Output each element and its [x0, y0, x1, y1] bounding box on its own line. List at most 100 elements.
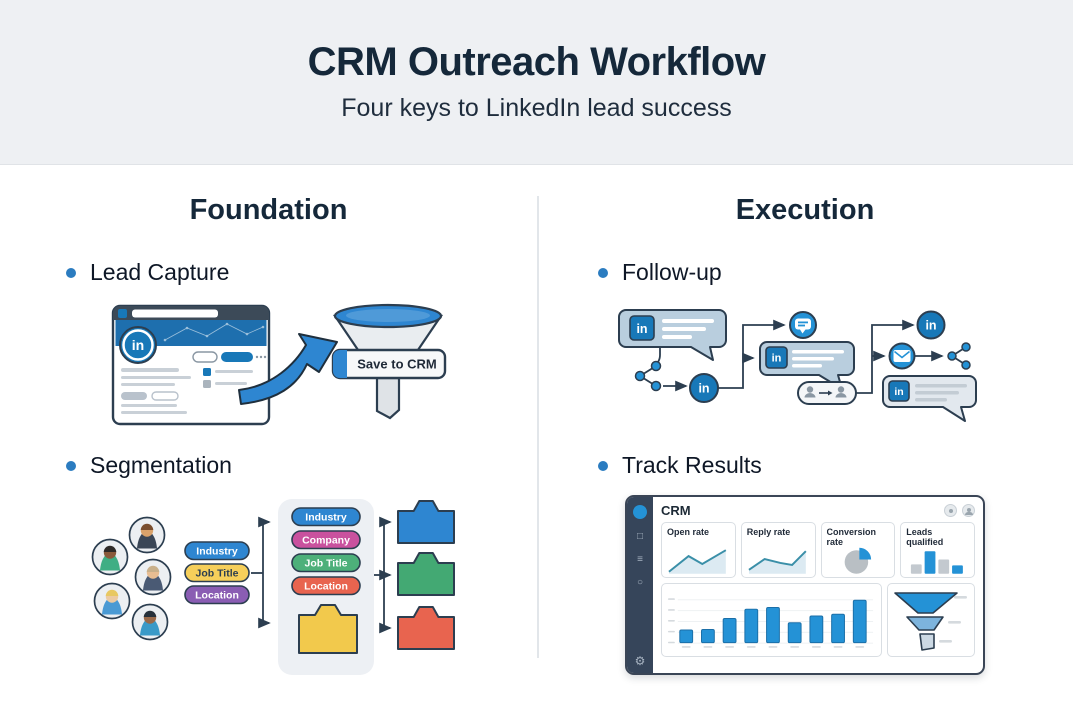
notifications-icon[interactable] — [944, 504, 957, 517]
funnel-chart-card — [887, 583, 975, 657]
chat-message-icon — [789, 311, 817, 339]
settings-gear-icon[interactable]: ⚙ — [634, 654, 646, 668]
segmentation-connectors — [251, 516, 271, 629]
network-constellation — [163, 322, 265, 342]
linkedin-profile-card: in — [111, 304, 271, 426]
metric-cards-row: Open rate Reply rate Conversion rate — [661, 522, 975, 578]
follow-up-illustration: in in in — [618, 309, 977, 422]
activity-bar-chart-card — [661, 583, 882, 657]
metric-card-reply-rate: Reply rate — [740, 522, 816, 578]
funnel-chart — [894, 592, 967, 651]
contacts-list-icon[interactable]: ≡ — [637, 554, 643, 565]
metric-card-open-rate: Open rate — [661, 522, 736, 578]
save-to-crm-button[interactable]: Save to CRM — [331, 348, 447, 380]
more-options-dots — [255, 355, 267, 359]
profile-primary-button — [221, 352, 253, 362]
metric-title: Open rate — [667, 527, 710, 537]
folder-connectors — [374, 516, 392, 634]
lead-capture-illustration: in — [111, 303, 447, 426]
conversion-rate-pie-chart — [844, 547, 871, 574]
linkedin-circle-icon: in — [916, 310, 946, 340]
metric-card-conversion-rate: Conversion rate — [820, 522, 896, 578]
bullet-lead-capture: Lead Capture — [66, 259, 229, 286]
tag-location-label: Location — [195, 590, 239, 602]
avatar — [128, 516, 166, 554]
bullet-segmentation-label: Segmentation — [90, 452, 232, 478]
profile-text-lines — [121, 368, 191, 414]
share-icon — [634, 360, 662, 392]
linkedin-circle-icon: in — [689, 373, 719, 403]
page-subtitle: Four keys to LinkedIn lead success — [341, 94, 732, 122]
dashboard-icon[interactable]: □ — [636, 531, 644, 542]
linkedin-circle-text: in — [698, 382, 709, 396]
column-divider — [537, 196, 539, 658]
tag-job-title — [184, 563, 250, 583]
funnel-stage-1 — [894, 592, 958, 614]
feed-item-icon — [203, 380, 211, 388]
linkedin-badge-text: in — [894, 386, 903, 398]
save-to-crm-label: Save to CRM — [357, 357, 436, 372]
folder-green-icon — [397, 552, 455, 596]
bullet-track-results: Track Results — [598, 452, 762, 479]
linkedin-message-bubble: in — [618, 309, 727, 361]
address-bar — [132, 309, 218, 318]
people-avatars — [91, 516, 172, 641]
people-handoff-icon — [797, 381, 857, 405]
header-band: CRM Outreach Workflow Four keys to Linke… — [0, 0, 1073, 165]
feed-item-icon — [203, 368, 211, 376]
linkedin-circle-text: in — [925, 319, 936, 333]
panel-tag-job-title — [291, 553, 361, 573]
panel-folder-icon — [298, 604, 358, 654]
linkedin-message-bubble-light: in — [882, 375, 977, 422]
panel-tag-company — [291, 530, 361, 550]
crm-main-area: CRM Open rate Reply rate — [653, 497, 983, 673]
panel-tag-location — [291, 576, 361, 596]
funnel-stage-labels — [939, 596, 967, 643]
y-axis-tick-labels — [667, 598, 675, 644]
metric-title: Conversion rate — [826, 527, 877, 547]
curved-arrow-icon — [238, 333, 338, 405]
crm-dashboard-window: □ ≡ ○ ⚙ CRM Open rate — [625, 495, 985, 675]
metric-card-leads-qualified: Leads qualified — [900, 522, 975, 578]
reports-icon[interactable]: ○ — [636, 577, 644, 588]
panel-tag-job-title-label: Job Title — [305, 558, 348, 570]
linkedin-badge-text: in — [636, 322, 647, 336]
tag-industry — [184, 541, 250, 561]
tag-industry-label: Industry — [196, 546, 238, 558]
crm-header: CRM — [661, 502, 975, 519]
linkedin-badge — [765, 346, 788, 369]
crm-sidebar: □ ≡ ○ ⚙ — [627, 497, 653, 673]
tag-location — [184, 585, 250, 605]
avatar — [93, 582, 131, 620]
panel-tag-company-label: Company — [302, 535, 350, 547]
funnel-stage-2 — [906, 616, 944, 631]
panel-tag-industry-label: Industry — [305, 512, 347, 524]
avatar — [131, 603, 169, 641]
bullet-segmentation: Segmentation — [66, 452, 232, 479]
bullet-dot-icon — [66, 460, 76, 471]
crm-funnel: Save to CRM — [331, 303, 447, 420]
profile-chip — [121, 392, 147, 400]
leads-qualified-bar-chart — [911, 551, 964, 574]
segmentation-illustration: Industry Job Title Location Industry Com… — [91, 499, 455, 675]
reply-rate-line-chart — [748, 550, 807, 574]
avatar — [134, 558, 172, 596]
sidebar-avatar[interactable] — [633, 505, 647, 519]
bullet-dot-icon — [66, 267, 76, 278]
crm-app-title: CRM — [661, 503, 691, 518]
bottom-charts-row — [661, 583, 975, 657]
profile-icon[interactable] — [962, 504, 975, 517]
foundation-heading: Foundation — [189, 194, 348, 226]
profile-chip-outline — [151, 391, 179, 401]
bullet-lead-capture-label: Lead Capture — [90, 259, 230, 285]
execution-heading: Execution — [735, 194, 875, 226]
funnel-stage-3 — [919, 633, 935, 651]
share-icon — [947, 342, 971, 370]
bullet-dot-icon — [598, 460, 608, 471]
linkedin-badge-text: in — [772, 353, 782, 365]
page-title: CRM Outreach Workflow — [307, 40, 766, 84]
bullet-follow-up: Follow-up — [598, 259, 722, 286]
avatar — [91, 538, 129, 576]
panel-tag-industry — [291, 507, 361, 527]
